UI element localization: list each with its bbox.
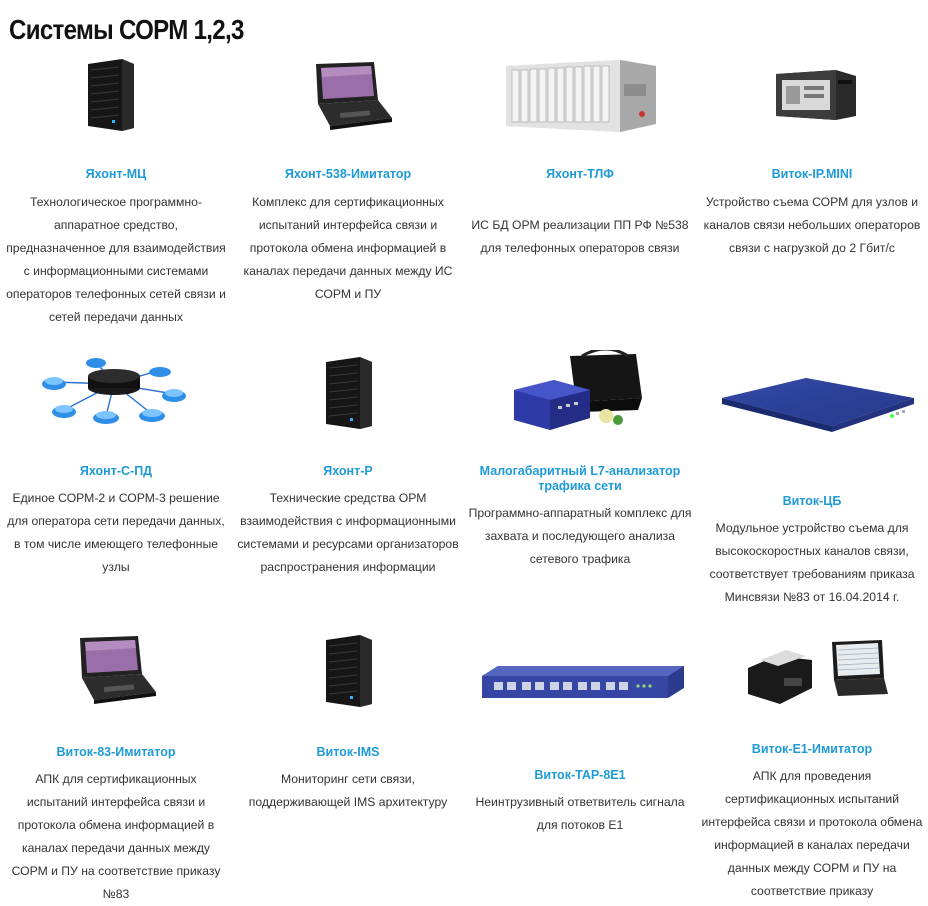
- product-name[interactable]: Виток-IP.MINI: [771, 167, 853, 181]
- product-name[interactable]: Яхонт-Р: [323, 464, 373, 478]
- rack-chassis-icon[interactable]: [504, 54, 658, 134]
- product-name[interactable]: Виток-ЦБ: [782, 494, 842, 508]
- product-desc: Комплекс для сертификационных испытаний …: [243, 195, 453, 301]
- network-tap-icon[interactable]: [478, 660, 688, 704]
- laptop-analyzer-icon[interactable]: [746, 638, 888, 708]
- product-name[interactable]: Виток-IMS: [316, 745, 380, 759]
- product-name[interactable]: Яхонт-С-ПД: [79, 464, 153, 478]
- product-desc: Мониторинг сети связи, поддерживающей IM…: [248, 772, 448, 809]
- mini-server-icon[interactable]: [772, 66, 858, 122]
- product-desc: Технологическое программно-аппаратное ср…: [6, 195, 226, 324]
- server-tower-icon[interactable]: [320, 356, 374, 430]
- product-name[interactable]: Малогабаритный L7-анализатор трафика сет…: [479, 464, 681, 493]
- product-desc: Единое СОРМ-2 и СОРМ-3 решение для опера…: [7, 491, 225, 574]
- product-desc: АПК для проведения сертификационных испы…: [701, 769, 923, 898]
- product-desc: АПК для сертификационных испытаний интер…: [11, 772, 221, 901]
- server-tower-icon[interactable]: [320, 634, 374, 708]
- product-name[interactable]: Яхонт-МЦ: [85, 167, 147, 181]
- product-desc: Программно-аппаратный комплекс для захва…: [468, 506, 692, 566]
- product-desc: ИС БД ОРМ реализации ПП РФ №538 для теле…: [471, 218, 689, 255]
- rugged-laptop-icon[interactable]: [312, 60, 394, 132]
- product-desc: Технические средства ОРМ взаимодействия …: [237, 491, 459, 574]
- rack-1u-icon[interactable]: [716, 376, 916, 432]
- server-tower-icon[interactable]: [82, 58, 136, 132]
- product-desc: Модульное устройство съема для высокоско…: [709, 521, 915, 604]
- product-name[interactable]: Виток-Е1-Имитатор: [751, 742, 873, 756]
- product-desc: Устройство съема СОРМ для узлов и канало…: [703, 195, 921, 255]
- rugged-laptop-icon[interactable]: [76, 634, 158, 706]
- product-name[interactable]: Яхонт-ТЛФ: [546, 167, 614, 181]
- network-nodes-icon[interactable]: [34, 354, 194, 430]
- product-name[interactable]: Виток-83-Имитатор: [56, 745, 176, 759]
- page-title: Системы СОРМ 1,2,3: [9, 14, 244, 45]
- product-name[interactable]: Виток-TAP-8E1: [534, 768, 626, 782]
- product-name[interactable]: Яхонт-538-Имитатор: [284, 167, 412, 181]
- product-desc: Неинтрузивный ответвитель сигнала для по…: [475, 795, 685, 832]
- portable-analyzer-icon[interactable]: [510, 350, 648, 436]
